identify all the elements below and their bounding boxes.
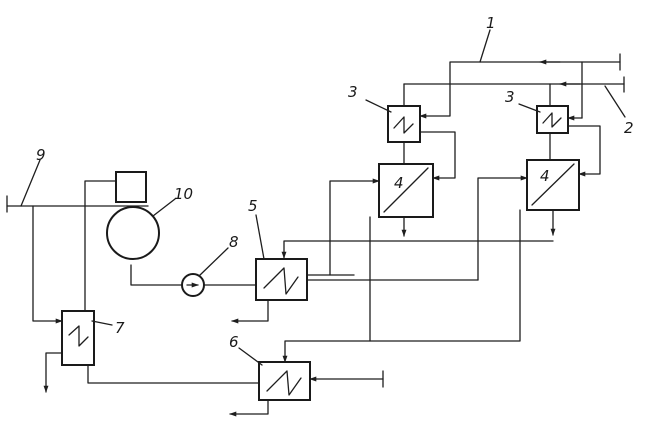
exchanger-3-right <box>536 105 569 134</box>
leader-6 <box>238 347 263 366</box>
labels: 1 2 3 3 4 4 5 6 7 8 9 10 <box>36 14 634 351</box>
exchanger-6 <box>258 361 311 401</box>
leader-1 <box>479 29 491 63</box>
label-exchanger-5: 5 <box>248 197 258 215</box>
feed-to-unit4-right <box>477 175 528 281</box>
exchanger-5-coil <box>263 267 299 295</box>
leader-9 <box>20 159 41 207</box>
leader-2 <box>604 85 626 118</box>
leader-3-right <box>518 103 541 113</box>
unit-4-left <box>378 163 434 218</box>
exchanger-5 <box>255 258 308 301</box>
vessel-10-drum <box>106 206 160 260</box>
label-exchanger-6: 6 <box>229 333 239 351</box>
pump-8 <box>181 273 205 297</box>
exchanger-3-left-coil <box>393 116 414 134</box>
exchanger-7 <box>61 310 95 366</box>
hx3-left-return <box>419 131 456 181</box>
label-line-9: 9 <box>36 146 46 164</box>
feed-to-unit4-left <box>329 178 380 276</box>
unit-4-left-diagonal <box>383 167 429 213</box>
unit-4-right <box>526 159 580 211</box>
vessel-10 <box>106 171 160 260</box>
label-stream-2: 2 <box>624 119 634 137</box>
label-stream-1: 1 <box>486 14 496 32</box>
exchanger-7-coil <box>68 325 89 347</box>
label-pump-8: 8 <box>229 233 239 251</box>
vessel-10-dome <box>115 171 147 203</box>
leader-3-left <box>365 99 392 113</box>
unit4-right-to-hx6 <box>282 209 521 363</box>
stream-1-line <box>419 61 621 119</box>
leader-lines <box>20 29 626 366</box>
exchanger-3-right-coil <box>542 112 562 128</box>
label-unit-4-left: 4 <box>394 174 404 192</box>
leader-8 <box>198 247 229 277</box>
leader-5 <box>255 214 265 260</box>
exchanger-3-left <box>387 105 421 143</box>
piping <box>6 53 625 417</box>
label-exchanger-3-right: 3 <box>505 88 515 106</box>
line-9-to-hx7 <box>32 205 63 324</box>
label-vessel-10: 10 <box>174 185 193 203</box>
exchanger-6-coil <box>266 370 302 396</box>
hx3-right-return <box>567 125 601 177</box>
header-to-hx5 <box>281 240 554 259</box>
label-exchanger-3-left: 3 <box>348 83 358 101</box>
vessel-to-pump <box>130 264 183 286</box>
label-unit-4-right: 4 <box>540 167 550 185</box>
hx6-to-hx7-return <box>87 364 260 384</box>
label-exchanger-7: 7 <box>115 319 125 337</box>
leader-10 <box>152 198 176 217</box>
hx7-to-vessel <box>84 180 117 346</box>
hx5-outlet <box>231 299 269 324</box>
unit-4-right-diagonal <box>531 163 575 206</box>
hx7-outlet <box>43 352 63 393</box>
hx6-outlet <box>229 398 269 417</box>
leader-7 <box>91 320 113 326</box>
